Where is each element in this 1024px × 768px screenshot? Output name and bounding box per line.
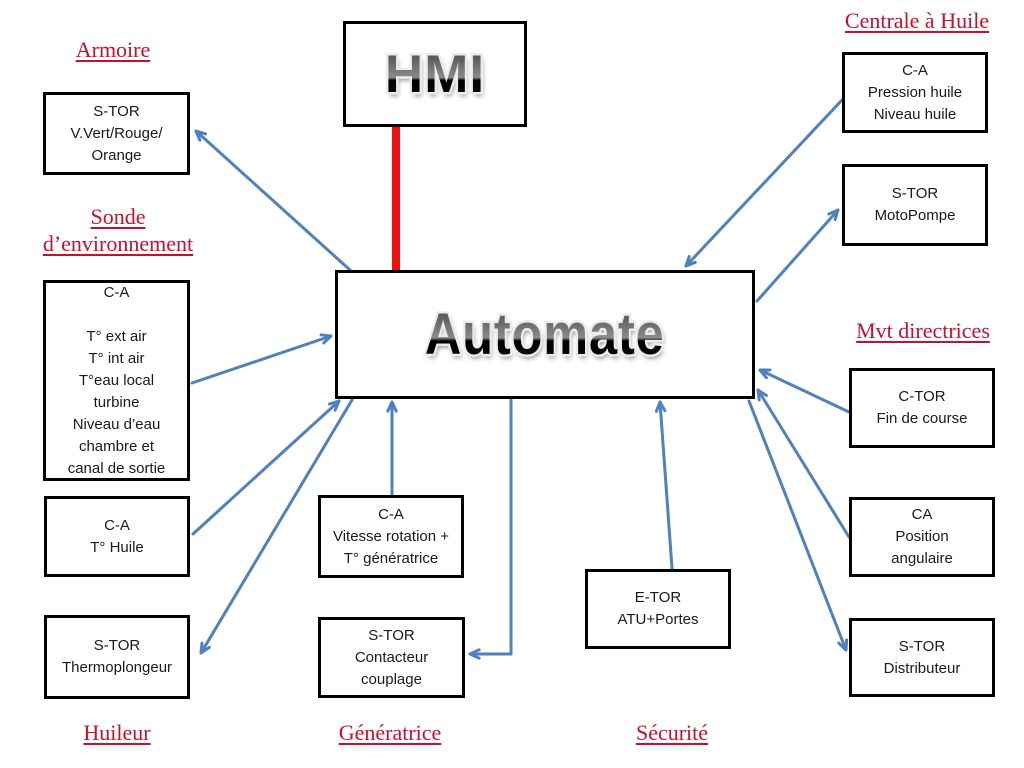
node-distributeur: S-TOR Distributeur — [849, 618, 995, 697]
node-huile-ca: C-A T° Huile — [44, 496, 190, 577]
node-vitesse-generatrice: C-A Vitesse rotation + T° génératrice — [318, 495, 464, 578]
node-contacteur-couplage: S-TOR Contacteur couplage — [318, 617, 465, 698]
node-position-angulaire: CA Position angulaire — [849, 497, 995, 577]
node-thermoplongeur: S-TOR Thermoplongeur — [44, 615, 190, 699]
arrow-fin-course-to-automate — [758, 368, 851, 414]
node-armoire-stor: S-TOR V.Vert/Rouge/ Orange — [43, 92, 190, 175]
arrow-automate-to-thermoplongeur — [199, 398, 354, 655]
arrow-vitesse-to-automate — [386, 400, 398, 496]
arrow-automate-to-motopompe — [755, 208, 840, 303]
node-motopompe: S-TOR MotoPompe — [842, 164, 988, 246]
section-label-huileur: Huileur — [83, 720, 151, 745]
arrow-automate-to-contacteur — [468, 398, 513, 660]
node-pression-huile: C-A Pression huile Niveau huile — [842, 52, 988, 133]
arrow-automate-to-distributeur — [747, 399, 849, 652]
arrow-sonde-ca-to-automate — [190, 333, 333, 385]
arrow-position-angulaire-to-automate — [756, 388, 851, 539]
arrow-huile-ca-to-automate — [191, 399, 341, 536]
arrow-etor-to-automate — [654, 400, 674, 570]
section-label-armoire: Armoire — [75, 37, 151, 62]
arrow-automate-to-armoire-stor — [194, 129, 352, 272]
section-label-sonde-environnement: Sonde d’environnement — [42, 204, 194, 256]
section-label-generatrice: Génératrice — [338, 720, 442, 745]
hmi-node: HMIHMI — [343, 21, 527, 127]
automate-node: AutomateAutomate — [335, 270, 755, 399]
section-label-securite: Sécurité — [635, 720, 709, 745]
automate-title: AutomateAutomate — [423, 301, 666, 367]
section-label-centrale-a-huile: Centrale à Huile — [844, 8, 990, 33]
section-label-mvt-directrices: Mvt directrices — [856, 318, 990, 343]
arrow-pression-to-automate — [684, 98, 844, 268]
node-securite-etor: E-TOR ATU+Portes — [585, 569, 731, 649]
node-fin-de-course: C-TOR Fin de course — [849, 368, 995, 448]
hmi-title: HMIHMI — [382, 44, 486, 104]
node-sonde-ca: C-A T° ext air T° int air T°eau local tu… — [43, 280, 190, 481]
